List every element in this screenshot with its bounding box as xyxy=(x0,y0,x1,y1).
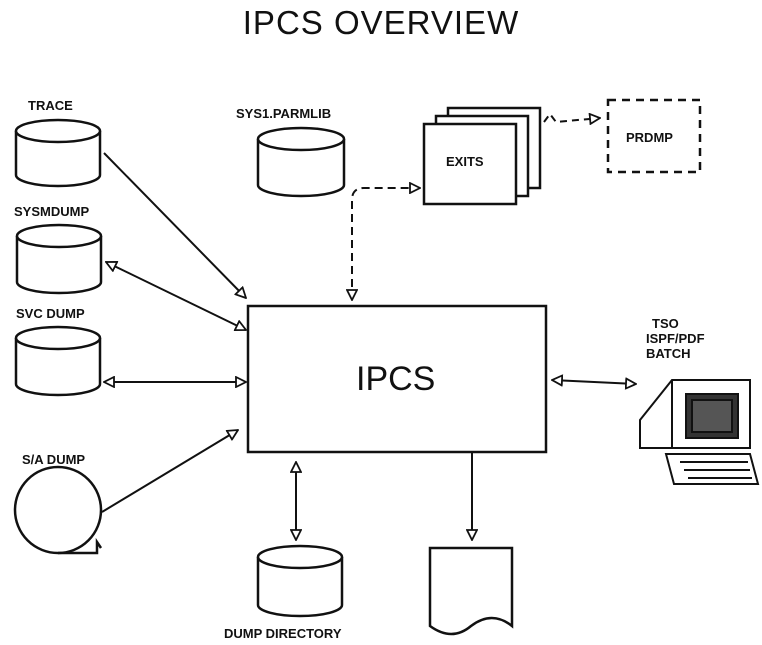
sysmdump-ipcs-arrow xyxy=(106,262,246,330)
parmlib-disk-icon xyxy=(256,126,346,198)
sysmdump-disk-icon xyxy=(15,223,103,295)
prdmp-label: PRDMP xyxy=(626,130,673,145)
svc-dump-label: SVC DUMP xyxy=(16,306,85,321)
trace-label: TRACE xyxy=(28,98,73,113)
terminal-icon xyxy=(639,379,760,485)
sysmdump-label: SYSMDUMP xyxy=(14,204,90,219)
sa-dump-tape-icon xyxy=(13,465,103,555)
trace-to-ipcs-arrow xyxy=(103,152,246,298)
terminal-label-tso: TSO xyxy=(652,316,679,331)
exits-prdmp-dashed-arrow xyxy=(543,112,600,122)
exits-label: EXITS xyxy=(446,154,484,169)
printed-report-icon xyxy=(428,546,514,636)
ipcs-exits-dashed-arrow xyxy=(352,188,420,300)
prdmp-box xyxy=(606,98,702,174)
ipcs-terminal-arrow xyxy=(552,380,636,384)
exits-pages-icon xyxy=(422,106,542,206)
dump-directory-disk-icon xyxy=(256,544,344,618)
ipcs-label: IPCS xyxy=(356,360,436,398)
sa-dump-to-ipcs-arrow xyxy=(101,430,238,513)
parmlib-label: SYS1.PARMLIB xyxy=(236,106,332,121)
ipcs-box xyxy=(246,304,548,454)
terminal-label-batch: BATCH xyxy=(646,346,691,361)
sa-dump-label: S/A DUMP xyxy=(22,452,86,467)
terminal-label-ispf: ISPF/PDF xyxy=(646,331,705,346)
svc-dump-disk-icon xyxy=(14,325,102,397)
dump-directory-label: DUMP DIRECTORY xyxy=(224,626,342,641)
diagram-title: IPCS OVERVIEW xyxy=(242,4,520,41)
trace-disk-icon xyxy=(14,118,102,188)
